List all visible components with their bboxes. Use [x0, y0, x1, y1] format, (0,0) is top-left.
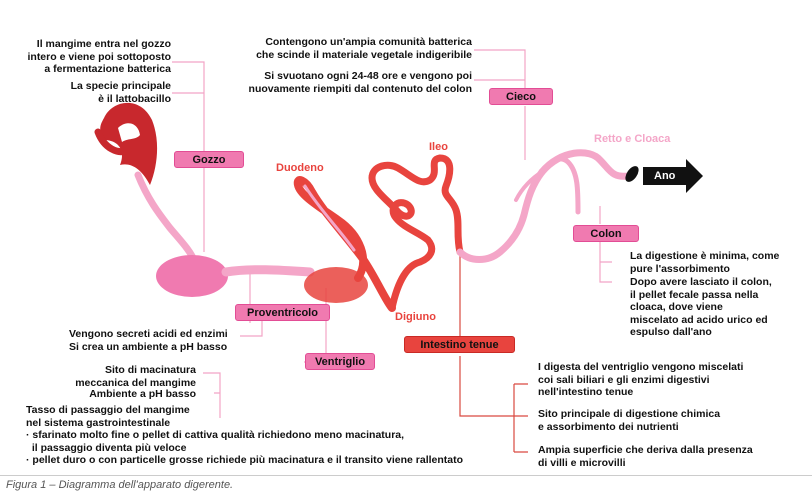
beak-head [100, 102, 158, 185]
tenue-note-3: Ampia superficie che deriva dalla presen… [538, 444, 753, 469]
duodeno-label: Duodeno [276, 162, 324, 174]
colon-shape [538, 149, 632, 180]
intestino-tenue-label: Intestino tenue [404, 336, 515, 353]
proventricolo-connector [240, 270, 263, 337]
gozzo-label: Gozzo [174, 151, 244, 168]
colon-connector [599, 206, 612, 283]
ventriglio-note-3: Tasso di passaggio del mangime nel siste… [26, 404, 464, 466]
gozzo-note-2: La specie principale è il lattobacillo [70, 80, 171, 105]
proventriculus-to-gizzard [221, 265, 315, 277]
caption-divider [0, 475, 812, 476]
cloaca-shape [625, 166, 639, 182]
ano-arrow [643, 159, 703, 193]
figure-caption: Figura 1 – Diagramma dell'apparato diger… [0, 475, 812, 491]
colon-label: Colon [573, 225, 639, 242]
tenue-note-1: I digesta del ventriglio vengono miscela… [538, 361, 744, 398]
digiuno-label: Digiuno [395, 311, 436, 323]
colon-note-2: Dopo avere lasciato il colon, il pellet … [630, 276, 772, 338]
ventriglio-note-1: Sito di macinatura meccanica del mangime [75, 364, 196, 389]
ventriglio-connector [203, 288, 327, 418]
ileum-to-colon [456, 168, 546, 263]
proventricolo-note: Vengono secreti acidi ed enzimi Si crea … [69, 328, 228, 353]
proventriculus-shape [156, 255, 228, 297]
ileo-label: Ileo [429, 141, 448, 153]
cieco-note-2: Si svuotano ogni 24-48 ore e vengono poi… [248, 70, 472, 95]
ano-label: Ano [654, 170, 676, 182]
ventriglio-note-2: Ambiente a pH basso [89, 388, 196, 400]
tenue-note-2: Sito principale di digestione chimica e … [538, 408, 721, 433]
jejunum-ileum [368, 154, 464, 312]
beak-lower [94, 128, 132, 156]
gizzard-shape [304, 267, 368, 303]
gozzo-connector [172, 61, 205, 252]
connector-lines [172, 49, 612, 453]
proventricolo-label: Proventricolo [235, 304, 330, 321]
beak-inner [118, 123, 140, 142]
duodenum-loop [293, 176, 396, 312]
cieco-label: Cieco [489, 88, 553, 105]
gozzo-note-1: Il mangime entra nel gozzo intero e vien… [27, 38, 171, 75]
ventriglio-label: Ventriglio [305, 353, 375, 370]
retto-cloaca-label: Retto e Cloaca [594, 133, 671, 145]
esophagus [134, 171, 199, 266]
cieco-note-1: Contengono un'ampia comunità batterica c… [256, 36, 472, 61]
caption-text: Figura 1 – Diagramma dell'apparato diger… [6, 479, 234, 491]
cieco-connector [474, 49, 526, 160]
colon-note-1: La digestione è minima, come pure l'asso… [630, 250, 780, 275]
duodenum-inner [303, 184, 356, 252]
tenue-connector [459, 252, 528, 453]
